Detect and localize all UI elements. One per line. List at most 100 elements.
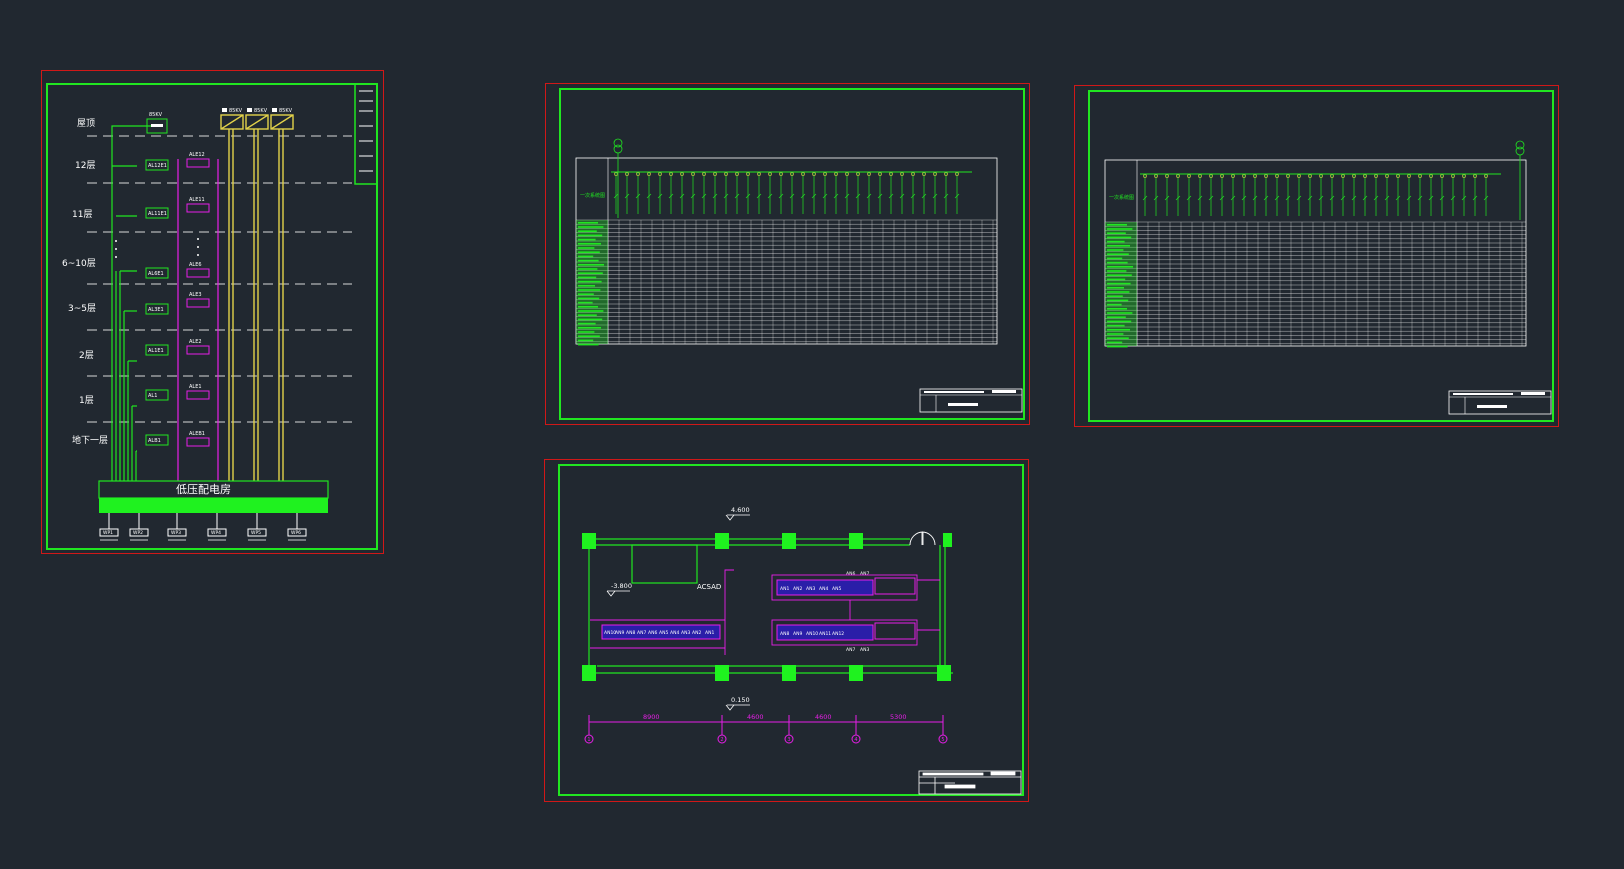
schedule-label-text: [578, 331, 595, 333]
sheet-floor-plan[interactable]: 4.600 -3.800 0.150 AN10 AN9 AN8 AN7 AN6 …: [544, 459, 1029, 802]
circuit-switch: [1406, 195, 1412, 201]
sheet-schedule-1[interactable]: 一次系统图: [545, 83, 1030, 425]
schedule-2-heading: 一次系统图: [1109, 194, 1134, 201]
cabinet-tag: AN1: [705, 630, 714, 636]
floor-plan-title-block: [918, 770, 1022, 795]
schedule-label-text: [1107, 249, 1124, 251]
circuit-switch: [1373, 195, 1379, 201]
circuit-switch: [723, 193, 729, 199]
feeder-label: WP5: [251, 530, 261, 536]
circuit-switch: [899, 193, 905, 199]
circuit-switch: [1230, 195, 1236, 201]
sheet-schedule-2[interactable]: 一次系统图: [1074, 85, 1559, 427]
transformer-symbol: [1515, 146, 1525, 156]
circuit-switch: [1307, 195, 1313, 201]
schedule-label-text: [578, 264, 604, 266]
schedule-label-text: [578, 276, 597, 279]
circuit-switch: [690, 193, 696, 199]
schedule-label-text: [578, 243, 601, 245]
circuit-switch: [778, 193, 784, 199]
sheet-riser-diagram[interactable]: 屋顶 12层 11层 6~10层 3~5层 2层 1层 地下一层: [41, 70, 384, 554]
schedule-label-text: [578, 268, 598, 270]
circuit-switch: [943, 193, 949, 199]
panel-label: AL1E1: [148, 348, 164, 354]
cabinet-tag: AN6: [846, 571, 855, 577]
schedule-label-text: [578, 289, 601, 291]
circuit-switch: [1417, 195, 1423, 201]
cabinet-tag: AN11: [819, 631, 831, 637]
floor-dividers: [87, 135, 352, 423]
cabinet-tag: AN7: [637, 630, 646, 636]
circuit-switch: [1450, 195, 1456, 201]
panel-label: AL6E1: [148, 271, 164, 277]
transformer-symbol: [1515, 140, 1525, 150]
left-switchgear-row: [601, 624, 721, 640]
panel-label: AL1: [148, 393, 157, 399]
room-tag: ACSAD: [697, 583, 721, 591]
schedule-label-text: [1107, 274, 1132, 276]
schedule-label-text: [578, 259, 599, 262]
feeder-label: WP6: [291, 530, 301, 536]
floor-plan-svg: 4.600 -3.800 0.150 AN10 AN9 AN8 AN7 AN6 …: [558, 464, 1024, 796]
schedule-label-text: [578, 318, 603, 321]
transformer-label: 85KV: [254, 108, 268, 114]
circuit-switch: [866, 193, 872, 199]
schedule-2-frame: [1088, 90, 1554, 422]
cabinet-tag: AN8: [780, 631, 789, 637]
schedule-label-text: [578, 234, 603, 237]
riser-title-block: [354, 83, 378, 185]
title-block-text: [948, 403, 978, 406]
schedule-label-text: [1107, 266, 1133, 268]
circuit-switch: [1153, 195, 1159, 201]
title-block-frame: [1448, 390, 1552, 415]
floor-label: 6~10层: [62, 258, 96, 269]
schedule-label-text: [1107, 316, 1126, 318]
schedule-label-text: [578, 226, 604, 228]
schedule-label-text: [578, 297, 600, 300]
cabinet-tag: AN8: [626, 630, 635, 636]
circuit-switch: [1428, 195, 1434, 201]
cabinet-tag: AN9: [793, 631, 802, 637]
title-block-text: [924, 391, 984, 393]
subpanel-label: ALEB1: [189, 431, 205, 437]
circuit-switch: [1472, 195, 1478, 201]
circuit-switch: [1384, 195, 1390, 201]
circuit-switch: [657, 193, 663, 199]
floor-plan-frame: [558, 464, 1024, 796]
circuit-switch: [1164, 195, 1170, 201]
floor-label: 12层: [75, 160, 95, 171]
schedule-label-text: [1107, 333, 1124, 335]
panel-label: ALB1: [148, 438, 161, 444]
feeder-label: WP3: [171, 530, 181, 536]
circuit-switch: [734, 193, 740, 199]
roof-panel: [146, 118, 168, 134]
floor-label: 1层: [79, 395, 94, 406]
transformer-symbol: [613, 138, 623, 148]
panel-label: AL3E1: [148, 307, 164, 313]
schedule-label-text: [1107, 295, 1123, 297]
schedule-label-text: [1107, 232, 1126, 234]
circuit-switch: [745, 193, 751, 199]
schedule-label-text: [578, 247, 595, 249]
schedule-title-block: [919, 388, 1023, 413]
schedule-label-text: [1107, 337, 1129, 339]
cabinet-tag: AN1: [780, 586, 789, 592]
circuit-switch: [679, 193, 685, 199]
subpanel-label: ALE1: [189, 384, 202, 390]
cabinet-tag: AN2: [692, 630, 701, 636]
cabinet-tag: AN3: [860, 647, 869, 653]
circuit-switch: [1461, 195, 1467, 201]
circuit-switch: [811, 193, 817, 199]
schedule-label-text: [578, 310, 604, 312]
schedule-label-text: [1107, 324, 1125, 327]
feeder-label: WP4: [211, 530, 221, 536]
elevation-bottom: 0.150: [731, 696, 750, 704]
schedule-label-text: [578, 255, 594, 258]
title-block-text: [1453, 393, 1513, 395]
circuit-switch: [1318, 195, 1324, 201]
schedule-label-text: [578, 280, 602, 283]
schedule-label-text: [578, 238, 596, 241]
schedule-label-text: [578, 339, 594, 342]
structural-columns: [582, 533, 952, 681]
roof-panel-label: 85KV: [149, 112, 163, 118]
